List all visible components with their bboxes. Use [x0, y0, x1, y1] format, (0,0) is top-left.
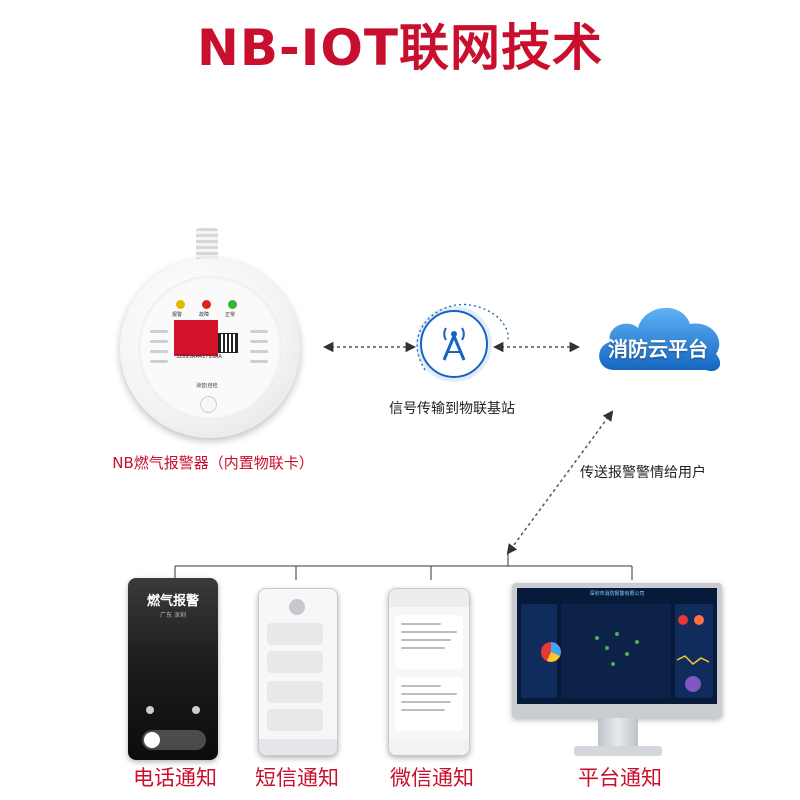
signal-tower-icon	[442, 327, 466, 361]
monitor-base	[574, 746, 662, 756]
sms-bubble-1	[267, 623, 323, 645]
test-button	[200, 396, 217, 413]
sms-bubble-4	[267, 709, 323, 731]
vent-right-3	[250, 350, 268, 353]
led-label-fault: 故障	[199, 312, 210, 318]
detector-caption: NB燃气报警器（内置物联卡）	[112, 454, 314, 472]
page-title: NB-IOT联网技术	[197, 19, 603, 77]
contact-avatar	[289, 599, 305, 615]
link-caption: 传送报警警情给用户	[580, 465, 706, 481]
vent-left-4	[150, 360, 168, 363]
phone-call-icon	[144, 732, 160, 748]
signal-tower	[420, 310, 488, 378]
fault-led-icon	[202, 300, 211, 309]
sim-label	[174, 320, 218, 356]
alarm-led-icon	[176, 300, 185, 309]
platform-header: 深圳市消防报警有限公司	[589, 591, 645, 597]
wechat-phone	[388, 588, 470, 756]
tower-caption: 信号传输到物联基站	[389, 401, 515, 417]
message-icon	[192, 706, 200, 714]
vent-left-2	[150, 340, 168, 343]
led-label-alarm: 报警	[172, 312, 183, 318]
sms-input-bar	[259, 739, 337, 755]
vent-right-2	[250, 340, 268, 343]
sms-bubble-2	[267, 651, 323, 673]
cloud-label: 消防云平台	[608, 337, 708, 361]
label-sms-notice: 短信通知	[255, 766, 339, 790]
label-phone-notice: 电话通知	[133, 766, 217, 790]
call-phone	[128, 578, 218, 760]
sms-phone	[258, 588, 338, 756]
call-subtitle: 广东 深圳	[160, 612, 186, 619]
normal-led-icon	[228, 300, 237, 309]
call-title: 燃气报警	[146, 594, 199, 609]
label-platform-notice: 平台通知	[578, 766, 662, 790]
qr-code-icon	[218, 333, 238, 353]
sms-bubble-3	[267, 681, 323, 703]
wechat-card-1	[395, 615, 463, 669]
led-label-normal: 正常	[225, 312, 236, 318]
cloud-icon	[599, 307, 721, 372]
monitor-stand	[598, 718, 638, 748]
vent-right-1	[250, 330, 268, 333]
vent-right-4	[250, 360, 268, 363]
wechat-footer	[389, 739, 469, 755]
label-wechat-notice: 微信通知	[390, 766, 474, 790]
wechat-header	[389, 589, 469, 607]
detector-serial: 32893AA4279SAA	[176, 354, 222, 360]
vent-left-1	[150, 330, 168, 333]
vent-left-3	[150, 350, 168, 353]
dashboard-graphics	[521, 604, 713, 698]
wechat-card-2	[395, 677, 463, 731]
detector-brand: 消音|自检	[196, 383, 218, 389]
reminder-icon	[146, 706, 154, 714]
link-cloud-users	[506, 410, 614, 555]
